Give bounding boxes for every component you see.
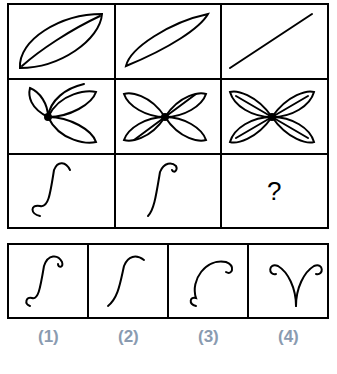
grid-lines xyxy=(8,4,328,318)
question-mark: ? xyxy=(267,176,281,207)
option-number: (4) xyxy=(278,327,299,347)
option-number: (2) xyxy=(118,327,139,347)
option-number: (1) xyxy=(38,327,59,347)
shape-figures xyxy=(20,14,322,306)
option-number: (3) xyxy=(198,327,219,347)
